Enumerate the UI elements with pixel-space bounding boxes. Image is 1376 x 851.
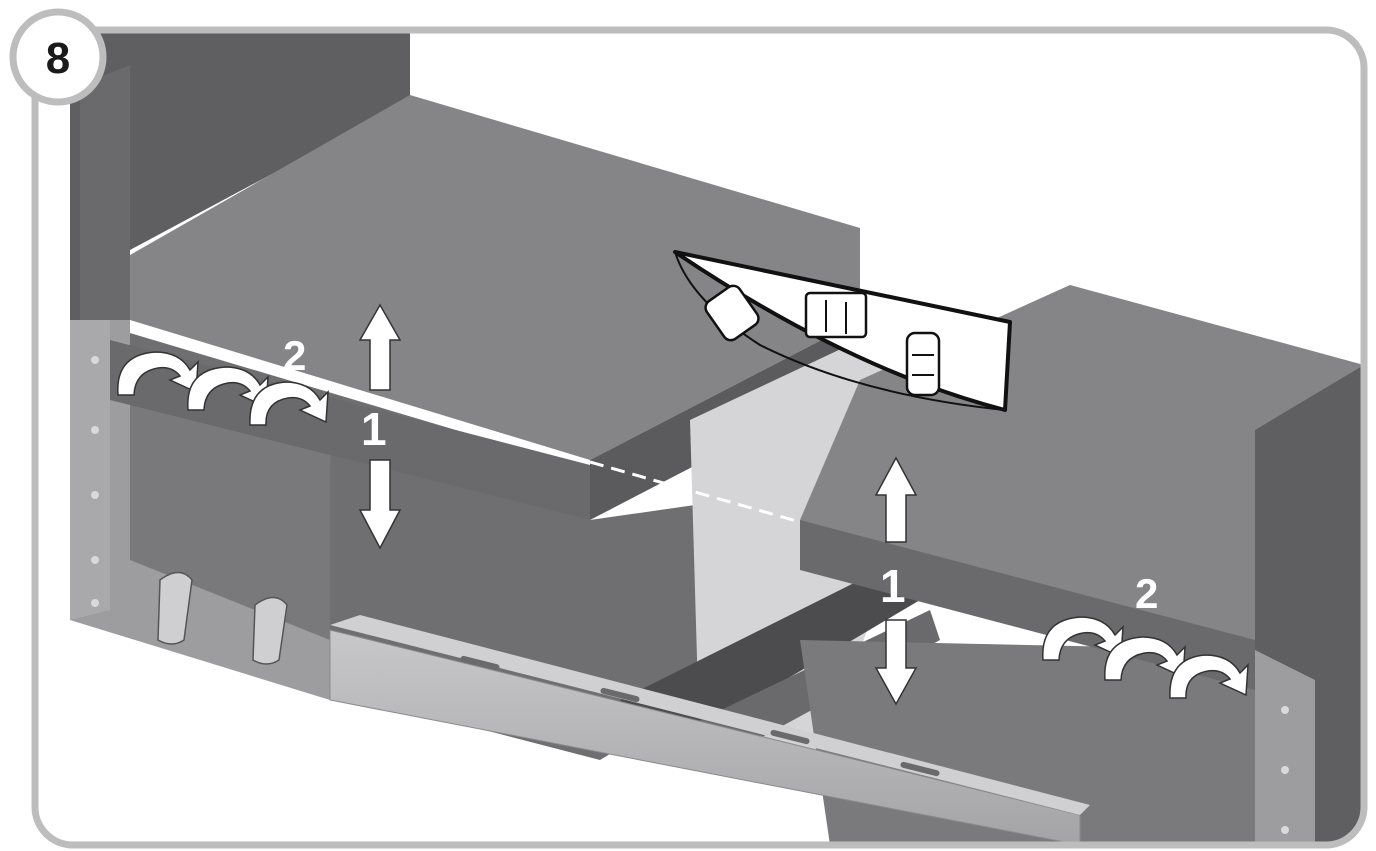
level-vial-horizontal [804, 291, 868, 339]
screw-hole [91, 491, 99, 499]
right-down-arrow [874, 619, 918, 706]
screw-hole [1281, 766, 1289, 774]
front-rail-top [330, 615, 1090, 815]
left-back-wall-top [80, 65, 130, 320]
right-front-panel [1255, 650, 1315, 845]
level-vial-diagonal [704, 284, 760, 342]
rail-slot [770, 729, 810, 745]
left-screws-label: 2 [283, 332, 306, 379]
left-front-panel-face [70, 320, 110, 620]
mounting-clip [252, 596, 288, 665]
screw-hole [91, 556, 99, 564]
right-beam-label: 1 [880, 560, 906, 612]
screw-hole [91, 426, 99, 434]
spirit-level-tool [673, 250, 1012, 412]
left-beam [110, 340, 590, 520]
screw-hole [91, 599, 99, 607]
level-line [589, 460, 801, 524]
step-number: 8 [46, 34, 70, 83]
left-back-wall [70, 30, 410, 320]
screw-hole [91, 356, 99, 364]
front-rail [329, 629, 1081, 845]
left-rotate-arrows [117, 351, 329, 426]
left-countertop [130, 95, 860, 460]
left-down-arrow [358, 459, 402, 550]
screw-hole [1281, 826, 1289, 834]
screw-hole [1281, 706, 1289, 714]
left-beam-label: 1 [361, 403, 387, 455]
panel-frame [31, 26, 1368, 849]
rail-slot [600, 687, 640, 703]
level-vial-vertical [905, 331, 941, 397]
rail-slot [460, 655, 500, 671]
cabinet-scene [35, 30, 1364, 845]
left-front-panel [70, 320, 330, 700]
right-screws-label: 2 [1135, 570, 1158, 617]
left-up-arrow [358, 303, 402, 391]
mounting-clip [157, 571, 193, 645]
right-rotate-arrows [1042, 616, 1249, 699]
right-up-arrow [874, 456, 918, 543]
rail-slot [900, 761, 940, 777]
step-badge: 8 [9, 8, 107, 106]
